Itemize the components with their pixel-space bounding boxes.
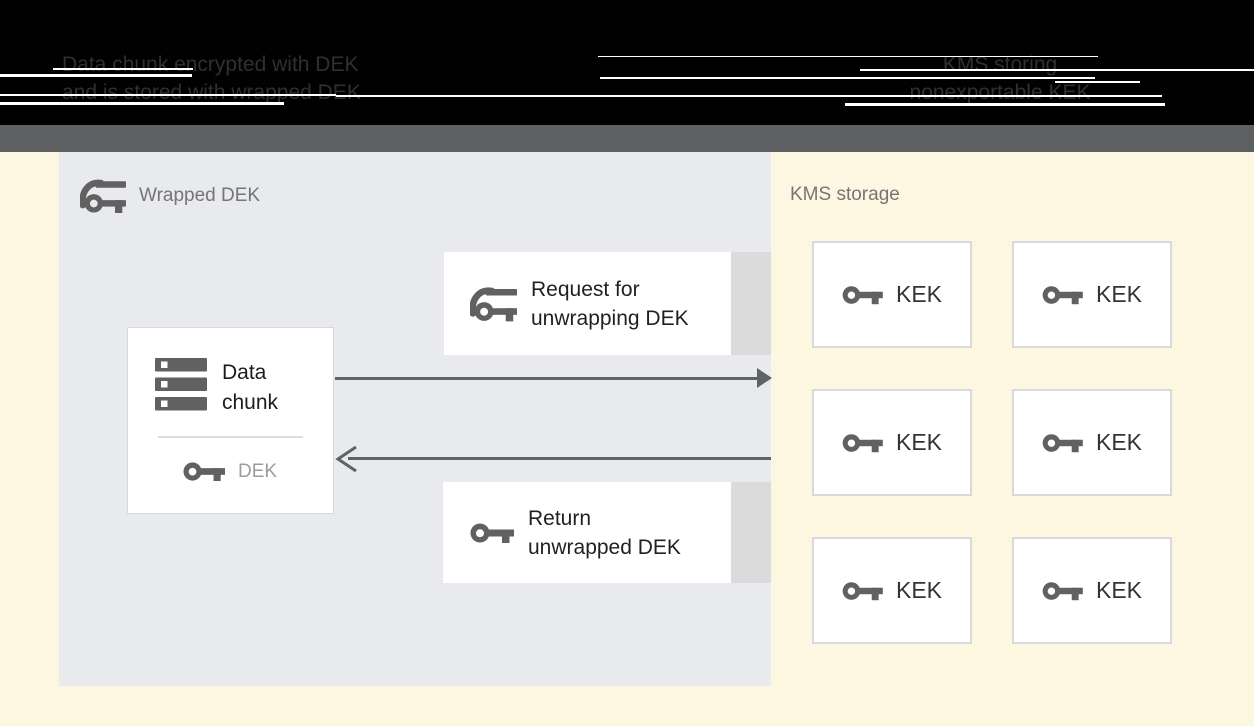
kek-box-5: KEK bbox=[812, 537, 972, 644]
kek-box-1: KEK bbox=[812, 241, 972, 348]
glitch-line bbox=[1055, 81, 1140, 83]
gray-divider-band bbox=[0, 125, 1254, 152]
key-icon bbox=[1042, 433, 1083, 452]
glitch-line bbox=[598, 56, 1098, 57]
glitch-line bbox=[336, 95, 1162, 97]
right-caption: KMS storing nonexportable KEK bbox=[810, 51, 1190, 107]
kms-storage-label: KMS storage bbox=[790, 184, 900, 205]
wrapped-key-icon bbox=[80, 179, 126, 214]
kek-box-6: KEK bbox=[1012, 537, 1172, 644]
key-icon bbox=[842, 285, 883, 304]
wrapped-dek-label: Wrapped DEK bbox=[139, 185, 261, 206]
left-caption-line2: and is stored with wrapped DEK bbox=[62, 81, 361, 104]
data-chunk-divider bbox=[158, 436, 303, 438]
key-icon bbox=[842, 581, 883, 600]
return-box-tail bbox=[731, 482, 771, 583]
glitch-line bbox=[53, 68, 193, 70]
kek-label: KEK bbox=[1095, 429, 1143, 455]
wrapped-key-icon bbox=[470, 286, 517, 321]
glitch-line bbox=[600, 77, 1095, 79]
left-caption: Data chunk encrypted with DEK and is sto… bbox=[62, 51, 462, 107]
request-arrow-head bbox=[757, 368, 772, 388]
key-icon bbox=[1042, 581, 1083, 600]
kek-label: KEK bbox=[895, 281, 943, 307]
request-unwrap-label: Request for unwrapping DEK bbox=[531, 277, 689, 330]
right-caption-line2: nonexportable KEK bbox=[909, 81, 1091, 104]
kek-box-4: KEK bbox=[1012, 389, 1172, 496]
dek-row: DEK bbox=[183, 459, 277, 484]
dek-label: DEK bbox=[238, 460, 278, 482]
kek-box-3: KEK bbox=[812, 389, 972, 496]
data-chunk-box: Data chunk DEK bbox=[127, 327, 334, 514]
request-box-tail bbox=[731, 252, 771, 355]
glitch-line bbox=[0, 102, 284, 105]
glitch-line bbox=[0, 74, 192, 77]
data-chunk-row: Data chunk bbox=[155, 358, 307, 418]
key-icon bbox=[842, 433, 883, 452]
glitch-line bbox=[860, 69, 1254, 71]
kek-label: KEK bbox=[1095, 577, 1143, 603]
server-icon bbox=[155, 358, 207, 411]
glitch-line bbox=[845, 103, 1165, 106]
key-icon bbox=[470, 523, 514, 543]
kek-label: KEK bbox=[895, 429, 943, 455]
kek-box-2: KEK bbox=[1012, 241, 1172, 348]
return-unwrapped-label: Return unwrapped DEK bbox=[528, 506, 681, 559]
return-arrow-line bbox=[348, 457, 771, 460]
data-chunk-title: Data chunk bbox=[222, 361, 279, 414]
kek-label: KEK bbox=[1095, 281, 1143, 307]
key-icon bbox=[183, 462, 225, 482]
request-arrow-line bbox=[335, 377, 759, 380]
request-unwrap-box: Request for unwrapping DEK bbox=[444, 252, 731, 355]
kek-label: KEK bbox=[895, 577, 943, 603]
wrapped-dek-header: Wrapped DEK bbox=[80, 176, 260, 216]
left-caption-line1: Data chunk encrypted with DEK bbox=[62, 53, 359, 76]
glitch-line bbox=[0, 94, 336, 96]
key-icon bbox=[1042, 285, 1083, 304]
return-arrow-head bbox=[335, 445, 357, 473]
return-unwrapped-box: Return unwrapped DEK bbox=[443, 482, 731, 583]
